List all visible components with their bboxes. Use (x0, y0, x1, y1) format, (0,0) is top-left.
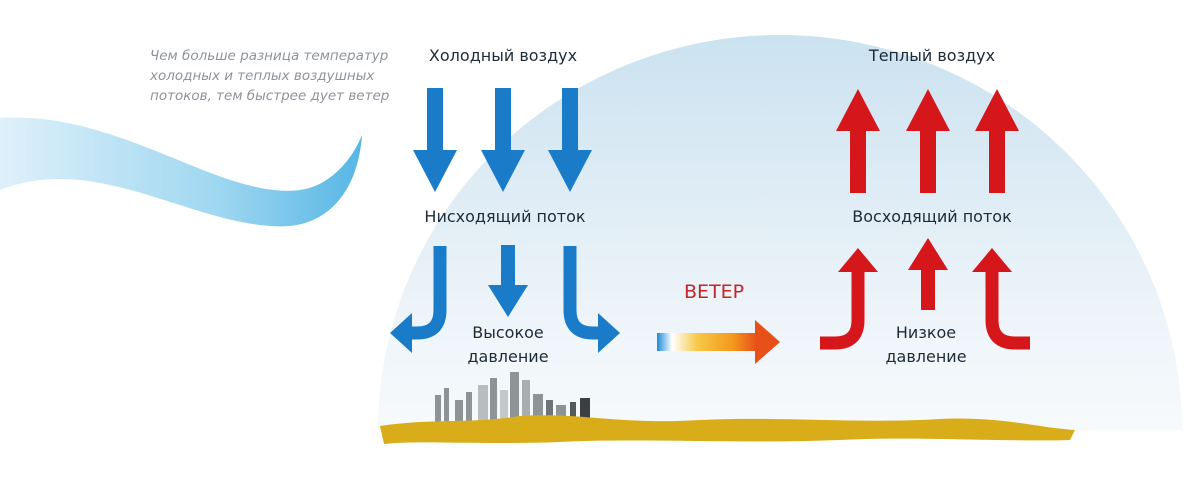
left-arrowhead-icon (390, 313, 412, 353)
cold-downdraft-arrows (413, 88, 592, 317)
warm-air-title: Теплый воздух (868, 46, 996, 65)
downdraft-label: Нисходящий поток (424, 207, 586, 226)
cold-curved-arrows (408, 246, 602, 340)
down-arrow-icon (481, 88, 525, 192)
up-arrow-icon (975, 89, 1019, 193)
up-arrow-icon (908, 238, 948, 310)
low-pressure-line1: Низкое (895, 323, 957, 342)
high-pressure-line2: давление (467, 347, 549, 366)
ground (380, 415, 1075, 444)
down-arrow-icon (413, 88, 457, 192)
wind-arrow (657, 320, 780, 364)
down-arrow-icon (548, 88, 592, 192)
up-arrowhead-icon (972, 248, 1012, 272)
up-arrowhead-icon (838, 248, 878, 272)
down-arrow-icon (488, 245, 528, 317)
high-pressure-line1: Высокое (472, 323, 544, 342)
up-arrow-icon (906, 89, 950, 193)
city-skyline (435, 372, 590, 425)
warm-curved-arrows (820, 268, 1030, 350)
wind-swoosh (0, 117, 362, 227)
updraft-label: Восходящий поток (852, 207, 1012, 226)
low-pressure-line2: давление (885, 347, 967, 366)
up-arrow-icon (836, 89, 880, 193)
cold-air-title: Холодный воздух (428, 46, 578, 65)
wind-label: ВЕТЕР (683, 281, 745, 303)
warm-updraft-arrows (836, 89, 1019, 310)
explanatory-note: Чем больше разница температур холодных и… (150, 48, 390, 104)
right-arrowhead-icon (598, 313, 620, 353)
